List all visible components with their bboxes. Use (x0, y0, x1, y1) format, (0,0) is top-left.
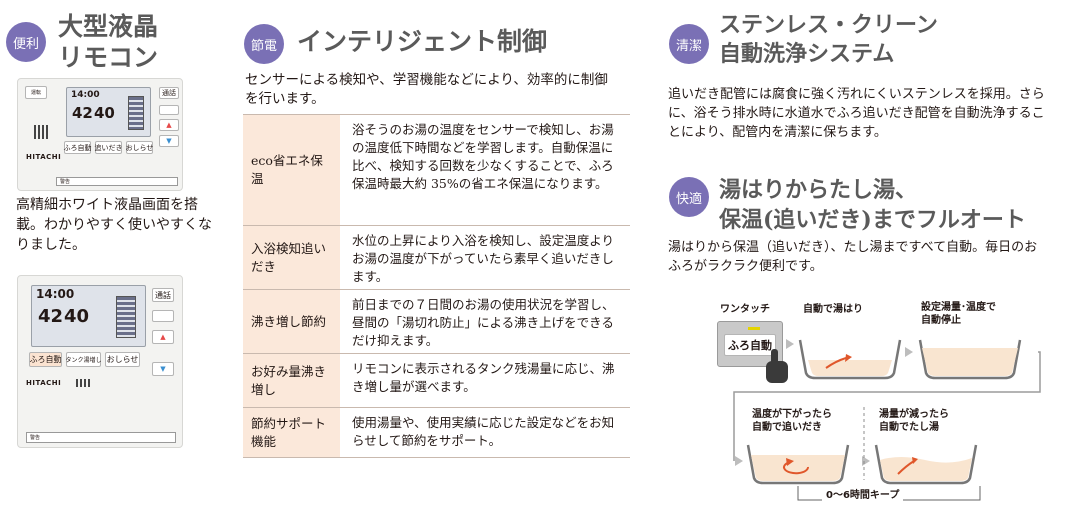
lcd-screen: 14:00 42 40 (66, 87, 151, 137)
tank-gauge (128, 96, 144, 130)
table-row: 節約サポート機能 使用湯量や、使用実績に応じた設定などをお知らせして節約をサポー… (243, 408, 630, 458)
tank-gauge-2 (116, 296, 136, 338)
step-auto-stop-label: 設定湯量･温度で 自動停止 (921, 302, 996, 326)
title-intelligent-control: インテリジェント制御 (297, 27, 548, 56)
step-auto-fill-label: 自動で湯はり (803, 304, 863, 315)
table-row: 沸き増し節約 前日までの７日間のお湯の使用状況を学習し、昼間の「湯切れ防止」によ… (243, 290, 630, 354)
bathtub-4 (874, 444, 978, 485)
notice-button-2[interactable]: おしらせ (105, 352, 140, 367)
intro-text: センサーによる検知や、学習機能などにより、効率的に制御を行います。 (245, 72, 608, 107)
feature-desc: 浴そうのお湯の温度をセンサーで検知し、お湯の温度低下時間などを学習します。自動保… (352, 122, 614, 191)
up-button-2[interactable]: ▲ (152, 330, 174, 344)
hand-pointer-icon (766, 349, 788, 383)
tank-hot-button[interactable]: タンク湯増し (66, 352, 102, 367)
feature-desc: リモコンに表示されるタンク残湯量に応じ、沸き増し量が選べます。 (352, 361, 615, 394)
bathtub-3 (746, 444, 850, 485)
bath-auto-button[interactable]: ふろ自動 (64, 141, 92, 154)
lcd-screen-2: 14:00 42 40 (31, 285, 146, 347)
title-large-lcd: 大型液晶 リモコン (58, 12, 159, 72)
notice-button[interactable]: おしらせ (126, 141, 153, 154)
bath-auto-button-2[interactable]: ふろ自動 (29, 352, 62, 367)
feature-table: eco省エネ保温 浴そうのお湯の温度をセンサーで検知し、お湯の温度低下時間などを… (243, 114, 630, 458)
power-button[interactable]: 運転 (25, 86, 47, 99)
flow-arrow-1 (786, 339, 794, 349)
step-auto-add-water-label: 湯量が減ったら 自動でたし湯 (879, 409, 949, 433)
flow-arrow-4 (862, 456, 870, 466)
fill-arrow-icon (825, 357, 847, 369)
feature-name: お好み量沸き増し (243, 354, 340, 407)
badge-clean: 清潔 (669, 24, 709, 64)
sub-button-2[interactable] (152, 310, 174, 322)
bath-water-3 (751, 455, 845, 481)
remote-controller-2: 14:00 42 40 通話 ▲ ▼ ふろ自動 タンク湯増し おしらせ HITA… (17, 275, 183, 448)
temp-readout-4: 40 (64, 306, 90, 327)
lcd-description: 高精細ホワイト液晶画面を搭載。わかりやすく使いやすくなりました。 (16, 197, 212, 253)
clean-description: 追いだき配管には腐食に強く汚れにくいステンレスを採用。さらに、浴そう排水時に水道… (668, 87, 1045, 140)
title-stainless-clean: ステンレス・クリーン 自動洗浄システム (719, 12, 938, 67)
down-button[interactable]: ▼ (159, 135, 179, 147)
clock-readout-2: 14:00 (36, 287, 75, 301)
feature-desc: 前日までの７日間のお湯の使用状況を学習し、昼間の「湯切れ防止」による沸き上げをで… (352, 297, 615, 348)
temp-readout-1: 42 (72, 104, 93, 122)
table-row: お好み量沸き増し リモコンに表示されるタンク残湯量に応じ、沸き増し量が選べます。 (243, 354, 630, 408)
temp-readout-2: 40 (94, 104, 115, 122)
bath-water-1 (808, 360, 892, 376)
bath-water-2 (922, 348, 1018, 376)
add-water-arrow-icon (897, 460, 915, 475)
remote-controller-1: 運転 14:00 42 40 通話 ▲ ▼ ふろ自動 追いだき おしらせ HIT… (17, 78, 183, 191)
reheat-button[interactable]: 追いだき (95, 141, 123, 154)
sub-button[interactable] (159, 105, 179, 115)
step-one-touch-label: ワンタッチ (720, 304, 770, 315)
feature-name: 入浴検知追いだき (243, 226, 340, 289)
call-button[interactable]: 通話 (159, 87, 179, 99)
down-button-2[interactable]: ▼ (152, 362, 174, 376)
feature-name: 沸き増し節約 (243, 290, 340, 353)
bathtub-1 (798, 339, 902, 380)
table-row: eco省エネ保温 浴そうのお湯の温度をセンサーで検知し、お湯の温度低下時間などを… (243, 114, 630, 226)
warning-label-2: 警告 (26, 432, 176, 443)
step-auto-reheat-label: 温度が下がったら 自動で追いだき (752, 409, 832, 433)
keep-duration-label: 0〜6時間キープ (822, 489, 904, 502)
clock-readout: 14:00 (71, 90, 100, 100)
indicator-light (748, 327, 760, 330)
up-button[interactable]: ▲ (159, 119, 179, 131)
table-row: 入浴検知追いだき 水位の上昇により入浴を検知し、設定温度よりお湯の温度が下がって… (243, 226, 630, 290)
badge-comfort: 快適 (669, 177, 709, 217)
feature-desc: 使用湯量や、使用実績に応じた設定などをお知らせして節約をサポート。 (352, 415, 615, 448)
warning-label: 警告 (56, 177, 178, 186)
bathtub-2 (918, 339, 1022, 380)
title-full-auto: 湯はりからたし湯、 保温(追いだき)までフルオート (719, 177, 1026, 233)
temp-readout-3: 42 (38, 306, 64, 327)
flow-arrow-2 (905, 347, 913, 357)
bath-auto-button-diagram[interactable]: ふろ自動 (724, 334, 776, 356)
comfort-description: 湯はりから保温（追いだき）、たし湯まですべて自動。毎日のおふろがラクラク便利です… (668, 240, 1038, 274)
badge-convenience: 便利 (6, 22, 46, 62)
call-button-2[interactable]: 通話 (152, 288, 174, 302)
hitachi-logo-2: HITACHI (26, 379, 62, 387)
feature-name: eco省エネ保温 (243, 115, 340, 225)
hitachi-logo: HITACHI (26, 153, 62, 161)
feature-name: 節約サポート機能 (243, 408, 340, 457)
reheat-circular-arrow-icon (783, 461, 809, 475)
flow-arrow-3 (735, 456, 743, 466)
speaker-grille-2 (76, 379, 92, 387)
feature-desc: 水位の上昇により入浴を検知し、設定温度よりお湯の温度が下がっていたら素早く追いだ… (352, 233, 615, 284)
bath-water-4 (880, 457, 972, 481)
badge-power-saving: 節電 (244, 24, 284, 64)
speaker-grille (34, 125, 48, 139)
